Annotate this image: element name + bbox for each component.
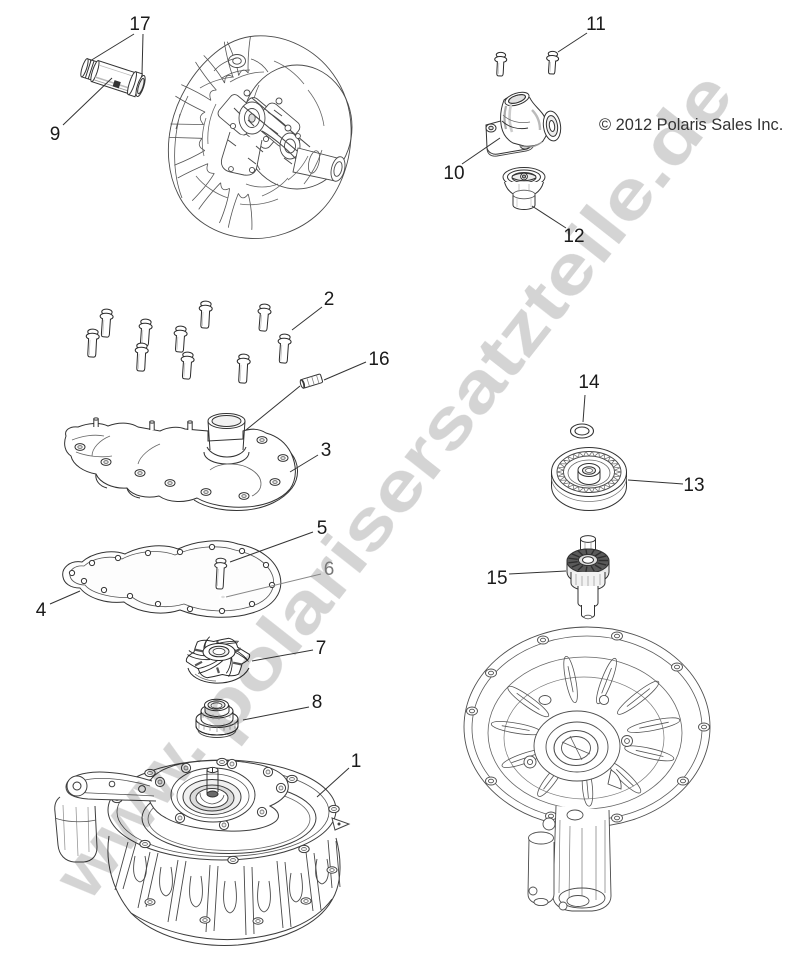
svg-text:© 2012 Polaris Sales Inc.: © 2012 Polaris Sales Inc.	[599, 116, 783, 134]
svg-text:14: 14	[578, 372, 600, 393]
svg-text:8: 8	[312, 692, 323, 713]
svg-text:4: 4	[36, 600, 47, 621]
svg-text:15: 15	[486, 568, 507, 589]
svg-text:10: 10	[443, 163, 464, 184]
svg-text:12: 12	[563, 226, 584, 247]
svg-text:6: 6	[324, 559, 335, 580]
svg-text:9: 9	[50, 124, 61, 145]
svg-text:5: 5	[317, 518, 328, 539]
svg-text:1: 1	[351, 751, 362, 772]
svg-text:16: 16	[368, 349, 389, 370]
svg-text:13: 13	[683, 475, 704, 496]
svg-text:17: 17	[129, 14, 150, 35]
svg-text:7: 7	[316, 638, 327, 659]
svg-text:3: 3	[321, 440, 332, 461]
svg-text:2: 2	[324, 289, 335, 310]
svg-text:11: 11	[586, 14, 606, 35]
